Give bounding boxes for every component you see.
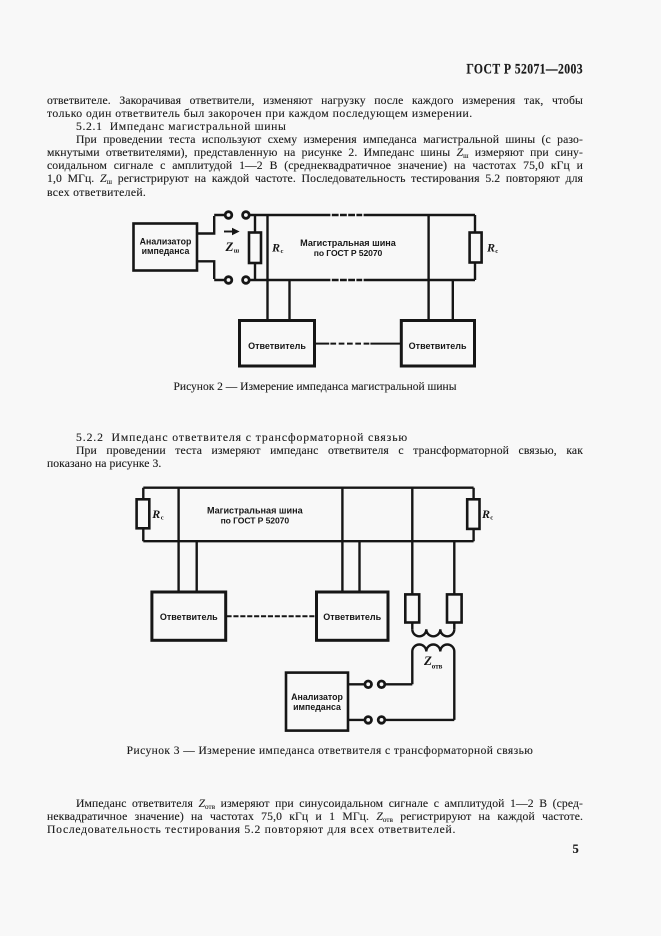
svg-text:отв: отв: [432, 662, 443, 670]
svg-text:Магистральная шина: Магистральная шина: [207, 506, 304, 516]
svg-text:по ГОСТ Р 52070: по ГОСТ Р 52070: [314, 248, 383, 258]
svg-text:Ответвитель: Ответвитель: [409, 341, 467, 351]
svg-text:с: с: [161, 515, 164, 522]
svg-text:Z: Z: [225, 239, 234, 254]
svg-text:R: R: [486, 241, 495, 255]
svg-text:R: R: [151, 507, 160, 521]
svg-text:с: с: [495, 248, 498, 255]
svg-text:импеданса: импеданса: [142, 246, 190, 256]
svg-text:Ответвитель: Ответвитель: [160, 612, 218, 622]
svg-text:с: с: [281, 248, 284, 255]
svg-text:R: R: [271, 241, 280, 255]
svg-text:Ответвитель: Ответвитель: [248, 341, 306, 351]
svg-text:Анализатор: Анализатор: [291, 692, 343, 702]
svg-text:ш: ш: [234, 247, 240, 254]
svg-text:с: с: [490, 515, 493, 522]
svg-text:Анализатор: Анализатор: [140, 237, 192, 247]
svg-text:Магистральная шина: Магистральная шина: [300, 238, 397, 248]
svg-text:Ответвитель: Ответвитель: [323, 612, 381, 622]
svg-text:импеданса: импеданса: [293, 702, 341, 712]
svg-text:Z: Z: [423, 653, 432, 668]
svg-text:по ГОСТ Р 52070: по ГОСТ Р 52070: [221, 516, 290, 526]
svg-text:R: R: [481, 507, 490, 521]
